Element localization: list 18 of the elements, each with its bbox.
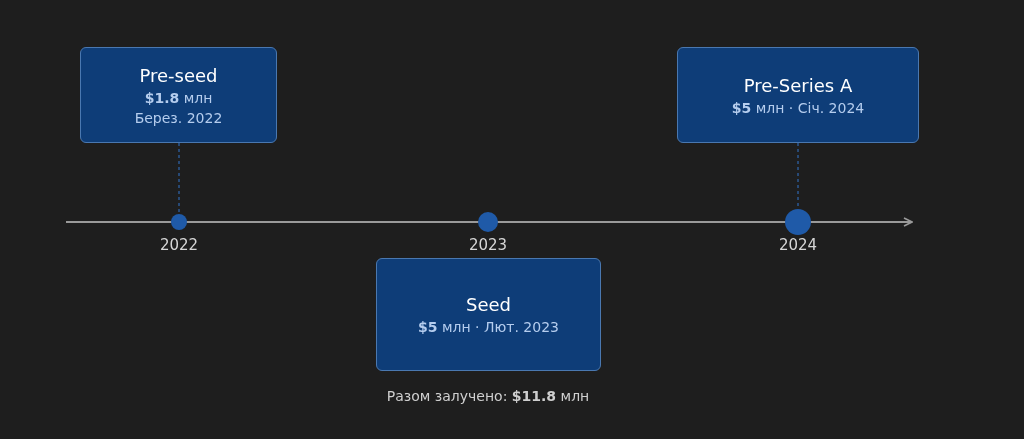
- funding-detail: $5 млн · Січ. 2024: [731, 99, 865, 116]
- timeline-dot: [478, 212, 498, 232]
- funding-detail: $1.8 млн: [144, 89, 213, 106]
- caption: Разом залучено: $11.8 млн: [386, 388, 590, 404]
- funding-detail: $5 млн · Лют. 2023: [418, 319, 559, 335]
- leader-line: [178, 142, 180, 215]
- funding-detail: Берез. 2022: [134, 109, 223, 126]
- round-title: Pre-Series A: [743, 74, 853, 96]
- year-label: 2022: [159, 236, 199, 254]
- year-label: 2024: [778, 236, 818, 254]
- round-title: Seed: [466, 294, 511, 315]
- funding-box: [677, 47, 919, 143]
- funding-box: [376, 258, 601, 371]
- timeline-dot: [171, 214, 187, 230]
- timeline-dot: [785, 209, 811, 235]
- year-label: 2023: [468, 236, 508, 254]
- funding-box: [80, 47, 277, 143]
- round-title: Pre-seed: [139, 64, 218, 86]
